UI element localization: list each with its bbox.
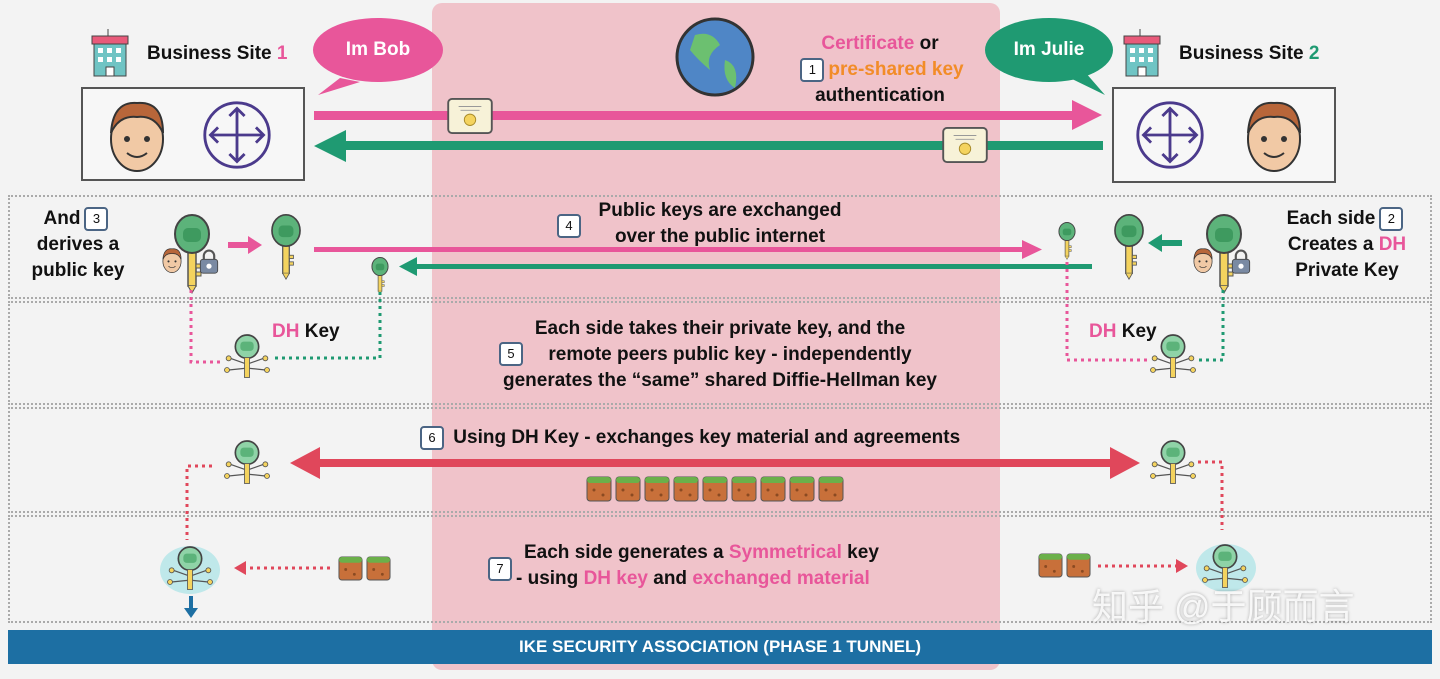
step7-text: Each side generates a Symmetrical key - … [516,542,879,589]
router-icon [203,101,271,169]
router-icon [1136,101,1204,169]
ike-sa-banner: IKE SECURITY ASSOCIATION (PHASE 1 TUNNEL… [8,630,1432,664]
arrow-public-key-to-site2 [314,240,1042,259]
julie-small-icon [1193,248,1213,273]
step-badge: 3 [84,206,109,231]
arrowhead [234,561,246,575]
connector-dh-to-sym [185,464,212,540]
certificate-icon [942,127,988,163]
site2-box [1112,87,1336,183]
material-blocks-right [1038,553,1091,578]
arrow-auth-to-site1 [314,130,1103,162]
arrow-key-material-exchange [290,447,1140,479]
step-badge: 7 [488,557,512,581]
public-key-icon [271,214,301,280]
site1-box [81,87,305,181]
connector-dh-to-sym [1198,460,1224,530]
site1-title: Business Site 1 [147,43,288,64]
dh-key-icon [223,334,271,379]
arrow-down-icon [184,596,198,618]
arrowhead [1176,559,1188,573]
section-key-derivation [8,195,1432,299]
bob-avatar-icon [110,101,164,172]
building-icon-site2 [1123,28,1161,77]
arrow-auth-to-site2 [314,100,1102,130]
symmetrical-key-icon [1196,544,1256,592]
dh-key-label-right: DH Key [1089,321,1157,342]
globe-icon [675,17,755,97]
step-badge: 6 [420,425,444,450]
material-blocks-left [338,556,391,581]
public-key-bob-icon [1058,222,1076,260]
dh-key-icon [223,440,271,485]
certificate-icon [447,98,493,134]
step-badge: 2 [1379,206,1404,231]
dh-key-icon [1149,440,1197,485]
arrow-public-key-to-site1 [399,257,1092,276]
building-icon-site1 [91,28,129,77]
site2-title: Business Site 2 [1179,43,1320,64]
step-badge: 5 [499,342,523,366]
section-key-material [8,407,1432,513]
connector-public-to-dh [272,292,382,360]
dh-key-label-left: DH Key [272,321,340,342]
connector-private-to-dh [189,290,222,364]
symmetrical-key-icon [160,546,220,594]
bob-small-icon [162,248,182,273]
dh-key-icon [1149,334,1197,379]
public-key-julie-icon [371,257,389,295]
arrow-derive-right [1148,234,1182,252]
watermark: 知乎 @于顾而言 [1092,586,1355,627]
lock-icon [1231,249,1251,274]
bubble-bob: Im Bob [313,18,443,82]
bubble-tail-bob [318,78,360,95]
step-badge: 1 [800,57,825,82]
connector-private-to-dh [1198,290,1225,362]
step6-text: 6 Using DH Key - exchanges key material … [416,425,960,451]
connector-public-to-dh [1065,262,1148,362]
arrow-derive-left [228,236,262,254]
section-symmetrical-key [8,515,1432,623]
step5-text: Each side takes their private key, and t… [502,318,937,391]
lock-icon [199,249,219,274]
section-dh-key [8,301,1432,405]
julie-avatar-icon [1247,101,1301,172]
public-key-icon [1114,214,1144,280]
step-badge: 4 [557,214,581,238]
bubble-julie: Im Julie [985,18,1113,82]
key-material-blocks [586,476,844,502]
